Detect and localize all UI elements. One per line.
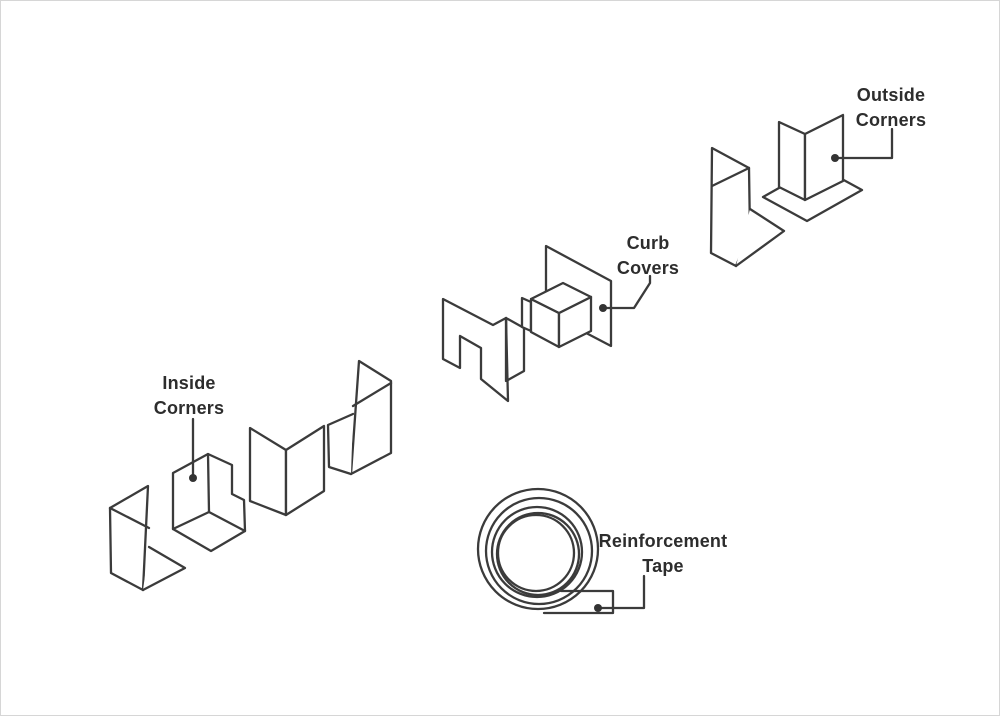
label-reinforcement-tape-line1: Reinforcement	[598, 531, 728, 551]
curb-cover-piece-left	[441, 297, 526, 403]
label-reinforcement-tape: Reinforcement Tape	[563, 529, 763, 579]
label-curb-covers-line1: Curb	[626, 233, 670, 253]
inside-corners-leader	[189, 417, 197, 482]
tape-tail	[542, 589, 615, 615]
label-reinforcement-tape-line2: Tape	[642, 556, 684, 576]
reinforcement-tape-leader	[594, 574, 646, 612]
label-outside-corners: Outside Corners	[791, 83, 991, 133]
label-curb-covers-line2: Covers	[616, 258, 680, 278]
label-inside-corners-line2: Corners	[153, 398, 225, 418]
inside-corner-piece-4	[326, 359, 393, 476]
outside-corners-leader	[831, 127, 894, 162]
inside-corner-piece-3	[248, 424, 326, 517]
outside-corner-piece-right	[761, 113, 864, 223]
inside-corner-piece-1	[108, 484, 187, 592]
outside-corner-piece-left	[709, 146, 786, 268]
label-inside-corners: Inside Corners	[89, 371, 289, 421]
label-inside-corners-line1: Inside	[162, 373, 216, 393]
label-outside-corners-line2: Corners	[855, 110, 927, 130]
inside-corner-piece-2	[171, 452, 247, 553]
curb-cover-piece-right	[520, 244, 613, 349]
tape-roll	[476, 487, 615, 615]
label-curb-covers: Curb Covers	[548, 231, 748, 281]
curb-covers-leader	[599, 274, 652, 312]
label-outside-corners-line1: Outside	[856, 85, 926, 105]
